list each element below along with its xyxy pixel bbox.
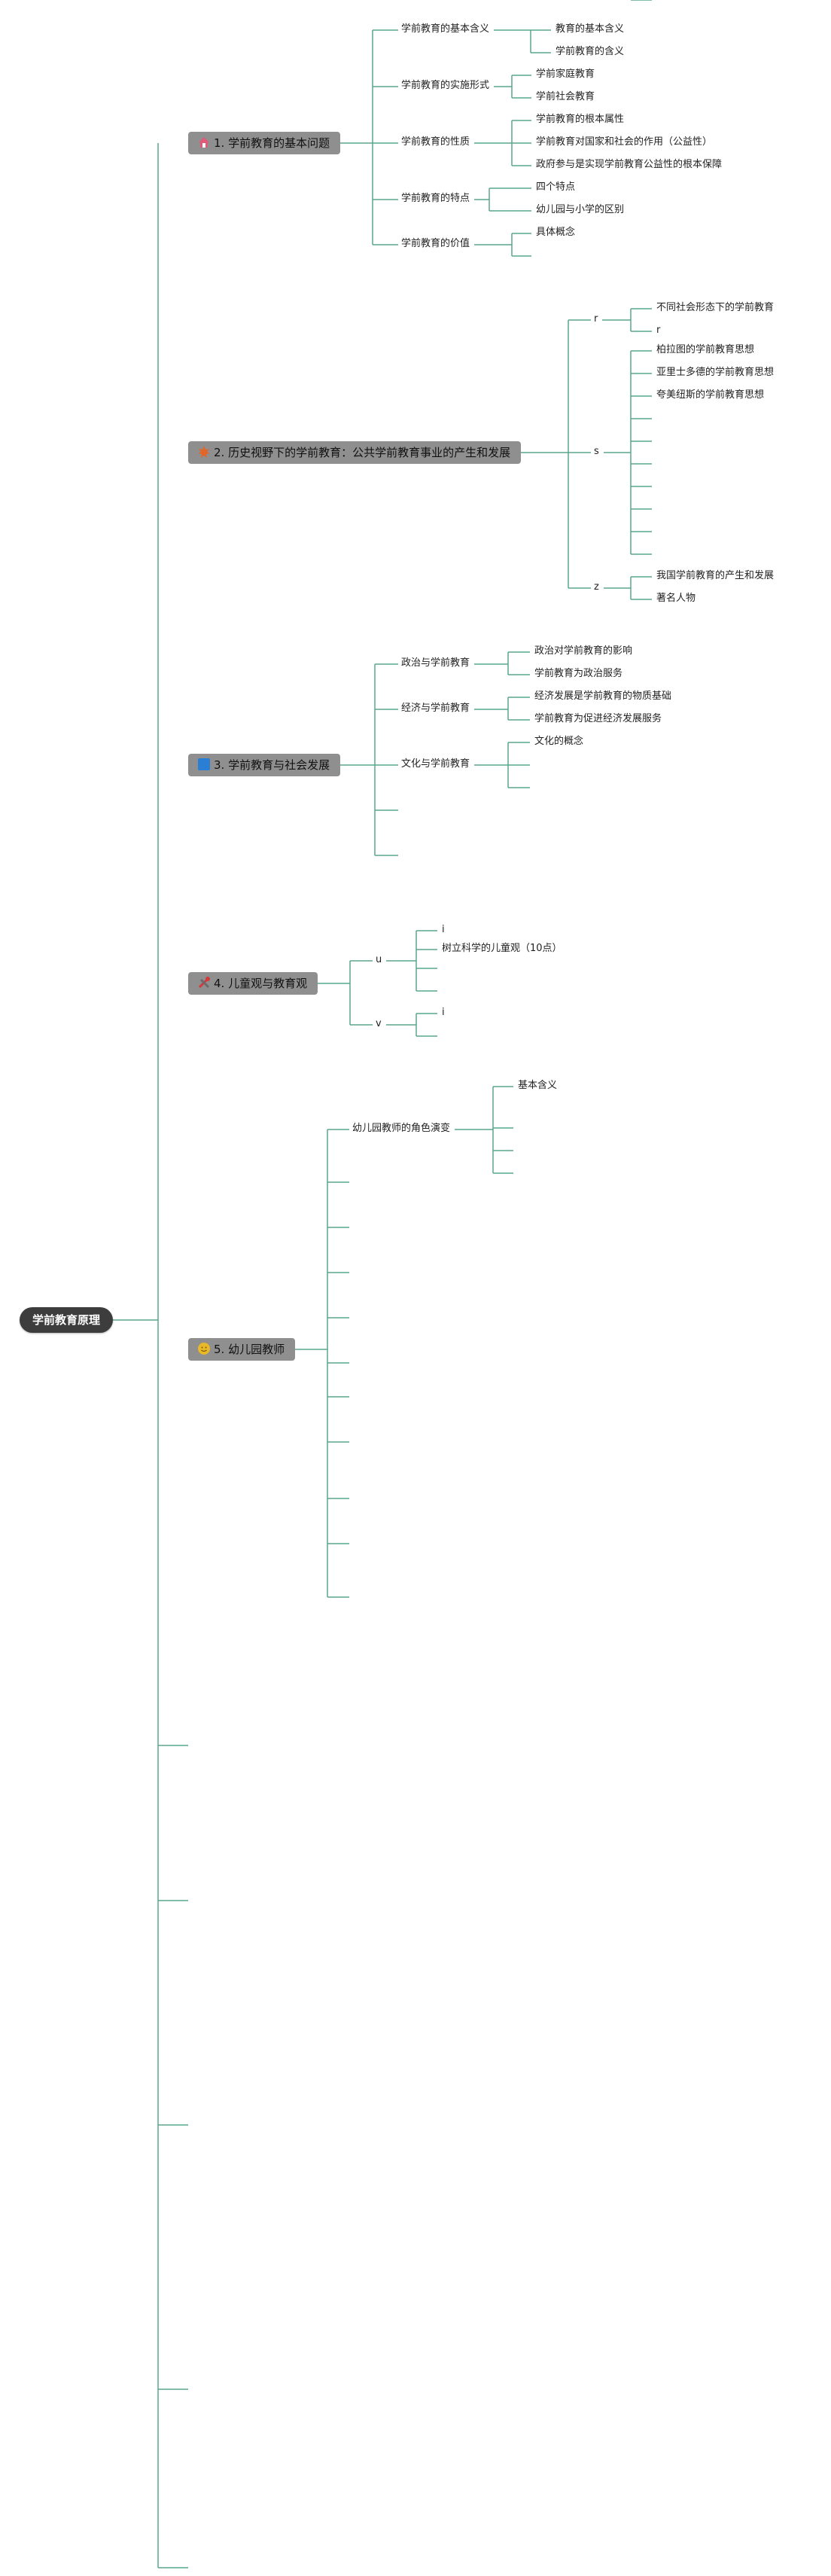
sub-topic[interactable]: 学前教育的基本含义 bbox=[401, 23, 490, 35]
branch-label: 5. 幼儿园教师 bbox=[214, 1343, 285, 1356]
leaf-topic[interactable]: 夸美纽斯的学前教育思想 bbox=[656, 389, 765, 401]
leaf-topic[interactable]: r bbox=[656, 325, 661, 336]
sub-topic[interactable]: 学前教育的特点 bbox=[401, 193, 470, 204]
branch-label: 1. 学前教育的基本问题 bbox=[214, 136, 330, 150]
tools-icon bbox=[197, 974, 211, 989]
branch-node-4[interactable]: 4. 儿童观与教育观 bbox=[188, 972, 318, 995]
leaf-topic[interactable]: 幼儿园与小学的区别 bbox=[536, 204, 625, 215]
leaf-topic[interactable]: 具体概念 bbox=[536, 227, 576, 238]
sub-topic[interactable]: v bbox=[376, 1018, 382, 1029]
maple-leaf-icon bbox=[197, 444, 211, 458]
leaf-topic[interactable]: 学前家庭教育 bbox=[536, 69, 595, 80]
leaf-topic[interactable]: 四个特点 bbox=[536, 181, 576, 193]
sub-topic[interactable]: 幼儿园教师的角色演变 bbox=[352, 1123, 451, 1134]
leaf-topic[interactable]: 学前教育为政治服务 bbox=[534, 668, 623, 679]
leaf-topic[interactable]: 经济发展是学前教育的物质基础 bbox=[534, 690, 672, 702]
branch-label: 2. 历史视野下的学前教育：公共学前教育事业的产生和发展 bbox=[214, 446, 511, 459]
leaf-topic[interactable]: 学前社会教育 bbox=[536, 91, 595, 102]
sub-topic[interactable]: 政治与学前教育 bbox=[401, 657, 470, 669]
sub-topic[interactable]: 经济与学前教育 bbox=[401, 703, 470, 714]
leaf-topic[interactable]: 学前教育对国家和社会的作用（公益性） bbox=[536, 136, 713, 148]
leaf-topic[interactable]: 学前教育的根本属性 bbox=[536, 114, 625, 125]
leaf-topic[interactable]: 学前教育为促进经济发展服务 bbox=[534, 713, 662, 724]
branch-label: 4. 儿童观与教育观 bbox=[214, 977, 308, 990]
leaf-topic[interactable]: 教育的基本含义 bbox=[556, 23, 625, 35]
leaf-topic[interactable]: i bbox=[442, 1007, 445, 1018]
blue-square-icon bbox=[197, 756, 211, 770]
leaf-topic[interactable]: 学前教育的含义 bbox=[556, 46, 625, 57]
sub-topic[interactable]: u bbox=[376, 954, 382, 965]
leaf-topic[interactable]: 著名人物 bbox=[656, 593, 696, 604]
branch-label: 3. 学前教育与社会发展 bbox=[214, 758, 330, 772]
sub-topic[interactable]: 学前教育的实施形式 bbox=[401, 80, 490, 91]
sub-topic[interactable]: 文化与学前教育 bbox=[401, 758, 470, 770]
branch-node-5[interactable]: 5. 幼儿园教师 bbox=[188, 1338, 296, 1361]
branch-node-1[interactable]: 1. 学前教育的基本问题 bbox=[188, 132, 341, 154]
sub-topic[interactable]: s bbox=[594, 446, 599, 457]
sun-face-icon bbox=[197, 1340, 211, 1355]
sub-topic[interactable]: z bbox=[594, 581, 599, 593]
sub-topic[interactable]: 学前教育的性质 bbox=[401, 136, 470, 148]
leaf-topic[interactable]: 政治对学前教育的影响 bbox=[534, 645, 633, 657]
root-node[interactable]: 学前教育原理 bbox=[20, 1307, 113, 1333]
leaf-topic[interactable]: 树立科学的儿童观（10点） bbox=[442, 943, 562, 954]
house-icon bbox=[197, 134, 211, 148]
branch-node-3[interactable]: 3. 学前教育与社会发展 bbox=[188, 754, 341, 776]
leaf-topic[interactable]: i bbox=[442, 924, 445, 935]
sub-topic[interactable]: 学前教育的价值 bbox=[401, 238, 470, 249]
branch-node-2[interactable]: 2. 历史视野下的学前教育：公共学前教育事业的产生和发展 bbox=[188, 441, 522, 464]
leaf-topic[interactable]: 不同社会形态下的学前教育 bbox=[656, 302, 775, 313]
leaf-topic[interactable]: 文化的概念 bbox=[534, 736, 584, 747]
leaf-topic[interactable]: 政府参与是实现学前教育公益性的根本保障 bbox=[536, 159, 723, 170]
leaf-topic[interactable]: 亚里士多德的学前教育思想 bbox=[656, 367, 775, 378]
sub-topic[interactable]: r bbox=[594, 313, 598, 325]
leaf-topic[interactable]: 柏拉图的学前教育思想 bbox=[656, 344, 755, 355]
leaf-topic[interactable]: 我国学前教育的产生和发展 bbox=[656, 570, 775, 581]
leaf-topic[interactable]: 基本含义 bbox=[518, 1080, 558, 1091]
